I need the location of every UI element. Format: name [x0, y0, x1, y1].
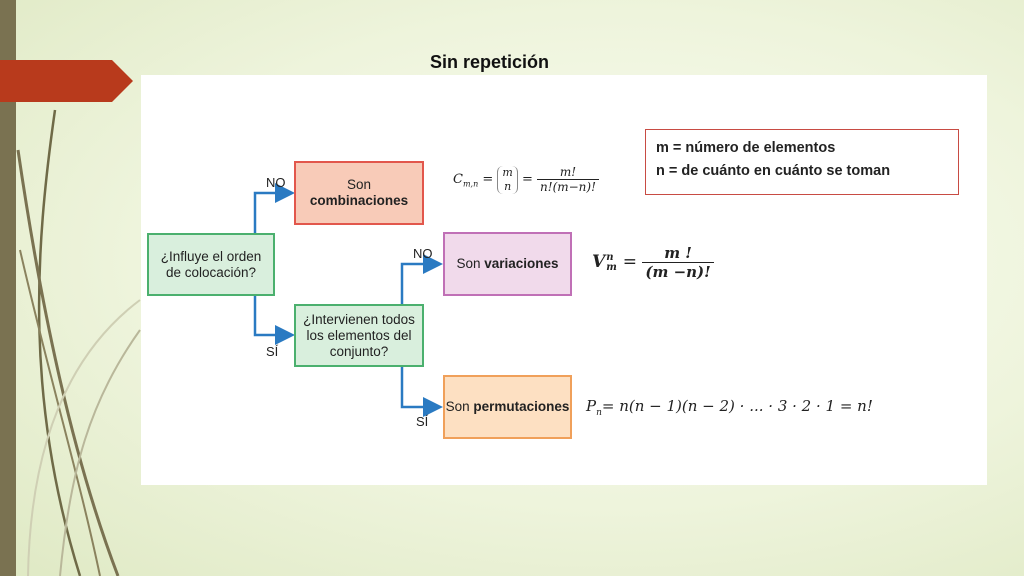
combinaciones-box: Son combinaciones	[294, 161, 424, 225]
question-order-text: ¿Influye el orden de colocación?	[160, 248, 262, 280]
edge-label-no-2: NO	[413, 246, 433, 261]
question-order-box: ¿Influye el orden de colocación?	[147, 233, 275, 296]
question-all-elements-text: ¿Intervienen todos los elementos del con…	[303, 311, 415, 359]
question-all-elements-box: ¿Intervienen todos los elementos del con…	[294, 304, 424, 367]
edge-label-si-2: SÍ	[416, 414, 429, 429]
combination-formula: Cm,n = m n = m! n!(m−n)!	[453, 165, 599, 194]
red-arrow-tab	[0, 60, 133, 102]
combinaciones-label: Son combinaciones	[309, 177, 409, 208]
definition-m: m = número de elementos	[656, 140, 836, 156]
variaciones-box: Son variaciones	[443, 232, 572, 296]
arrow-no-variaciones	[400, 254, 443, 305]
edge-label-si-1: SÍ	[266, 344, 279, 359]
permutaciones-label: Son permutaciones	[445, 399, 570, 414]
left-accent-bar	[0, 0, 16, 576]
permutation-formula: Pn= n(n − 1)(n − 2) · ... · 3 · 2 · 1 = …	[586, 397, 873, 418]
decorative-strokes	[16, 109, 141, 576]
arrow-si-permutaciones	[400, 366, 443, 417]
slide-title: Sin repetición	[430, 52, 550, 72]
definition-n: n = de cuánto en cuánto se toman	[656, 163, 891, 179]
arrow-si-intervienen	[253, 296, 295, 345]
arrow-no-combinaciones	[253, 183, 295, 234]
edge-label-no-1: NO	[266, 175, 286, 190]
variaciones-label: Son variaciones	[456, 256, 559, 271]
permutaciones-box: Son permutaciones	[443, 375, 572, 439]
definitions-box: m = número de elementos n = de cuánto en…	[645, 129, 959, 195]
